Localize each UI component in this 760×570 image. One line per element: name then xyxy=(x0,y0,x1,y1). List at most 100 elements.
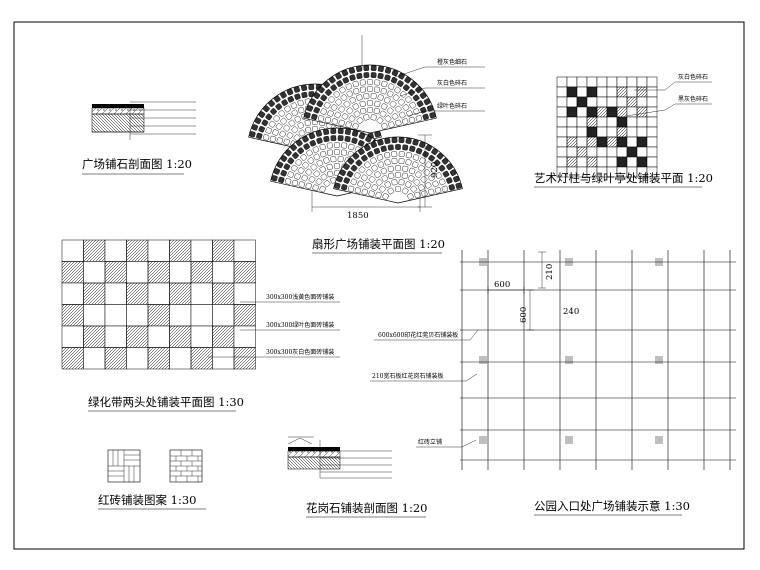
cobble-stone xyxy=(371,164,378,172)
cobble-stone xyxy=(324,116,332,124)
cobble-stone xyxy=(371,184,379,191)
cobble-stone xyxy=(320,173,328,181)
cobble-stone xyxy=(374,171,381,178)
cobble-stone xyxy=(394,105,402,113)
cobble-stone xyxy=(304,119,311,126)
green-tile xyxy=(83,239,106,262)
cobble-stone xyxy=(438,178,446,186)
green-tile xyxy=(233,282,256,305)
cobble-stone xyxy=(430,166,438,174)
cobble-stone xyxy=(334,163,340,169)
cobble-stone xyxy=(448,184,455,191)
entrance-label-2: 210宽石板红花岗石铺装板 xyxy=(372,372,443,380)
cobble-stone xyxy=(398,179,405,186)
lamp-tile xyxy=(636,106,648,118)
cobble-stone xyxy=(280,117,287,125)
cobble-stone xyxy=(415,171,422,178)
cobble-stone xyxy=(338,119,345,127)
cobble-stone xyxy=(334,182,341,189)
cobble-stone xyxy=(330,104,338,111)
fan-label-2: 灰白色碎石 xyxy=(437,79,467,87)
green-tile xyxy=(147,282,170,305)
cobble-stone xyxy=(352,80,359,88)
cobble-stone xyxy=(276,137,283,144)
green-tile xyxy=(147,304,170,327)
cobble-stone xyxy=(303,143,310,150)
cobble-stone xyxy=(363,93,370,100)
entrance-dim-2: 600 xyxy=(519,307,529,323)
cobble-stone xyxy=(401,187,409,195)
lamp-tile xyxy=(576,96,588,108)
cobble-stone xyxy=(402,118,409,125)
entrance-leaders xyxy=(370,329,479,448)
cobble-stone xyxy=(268,120,276,128)
lamp-tile xyxy=(556,96,568,108)
cobble-stone xyxy=(287,157,295,165)
lamp-tile xyxy=(646,136,658,148)
cobble-stone xyxy=(357,180,364,188)
lamp-tile xyxy=(636,86,648,98)
brick-band xyxy=(479,258,487,266)
cobble-stone xyxy=(335,98,342,106)
cobble-stone xyxy=(330,135,337,141)
cobble-stone xyxy=(341,142,348,149)
cobble-stone xyxy=(379,110,387,118)
cobble-stone xyxy=(261,119,269,127)
cobble-stone xyxy=(352,152,360,160)
cobble-stone xyxy=(311,113,318,121)
green-tile xyxy=(147,347,170,370)
cobble-stone xyxy=(384,74,391,81)
cobble-stone xyxy=(301,174,309,182)
entrance-dims xyxy=(487,251,546,331)
cobble-stone xyxy=(386,90,394,98)
cobble-stone xyxy=(364,161,371,169)
cobble-stone xyxy=(389,100,397,108)
cobble-stone xyxy=(278,176,285,184)
cobble-stone xyxy=(409,101,417,109)
lamp-tile xyxy=(606,116,618,128)
cobble-stone xyxy=(391,113,399,120)
granite-section-leaders xyxy=(319,440,392,479)
cobble-stone xyxy=(323,81,330,88)
cobble-stone xyxy=(375,178,383,186)
lamp-tile xyxy=(586,96,598,108)
cobble-stone xyxy=(280,155,288,162)
green-tile xyxy=(233,325,256,348)
cobble-stone xyxy=(326,142,333,149)
green-tile xyxy=(61,304,84,327)
cobble-stone xyxy=(404,181,412,188)
cobble-stone xyxy=(388,172,395,179)
lamp-tile xyxy=(596,126,608,138)
lamp-tile xyxy=(616,156,628,168)
green-tile xyxy=(190,347,213,370)
cobble-stone xyxy=(279,130,287,138)
cobble-stone xyxy=(360,107,367,115)
cobble-stone xyxy=(343,100,351,108)
cobble-stone xyxy=(355,159,363,167)
green-tile xyxy=(104,261,127,284)
lamp-tile xyxy=(636,156,648,168)
green-label-2: 300x300绿叶色面砖铺装 xyxy=(266,321,334,329)
green-belt-grid xyxy=(61,239,256,370)
cobble-stone xyxy=(340,94,348,101)
cobble-stone xyxy=(316,137,323,144)
cobble-stone xyxy=(415,147,423,155)
cobble-stone xyxy=(419,92,427,99)
cobble-stone xyxy=(381,175,389,182)
cobble-stone xyxy=(381,122,388,130)
cobble-stone xyxy=(297,122,305,129)
cobble-stone xyxy=(275,123,283,130)
cobble-stone xyxy=(352,122,359,130)
sheet-border xyxy=(13,21,745,550)
cobble-stone xyxy=(410,81,417,88)
cobble-stone xyxy=(361,188,368,196)
cobble-stone xyxy=(377,94,384,101)
cobble-stone xyxy=(294,115,302,123)
cobble-stone xyxy=(384,137,391,144)
cobble-stone xyxy=(398,137,405,143)
lamp-tile xyxy=(626,86,638,98)
cobble-stone xyxy=(395,172,401,178)
green-tile xyxy=(212,239,235,262)
cobble-stone xyxy=(308,176,316,183)
cobble-stone xyxy=(298,129,306,137)
